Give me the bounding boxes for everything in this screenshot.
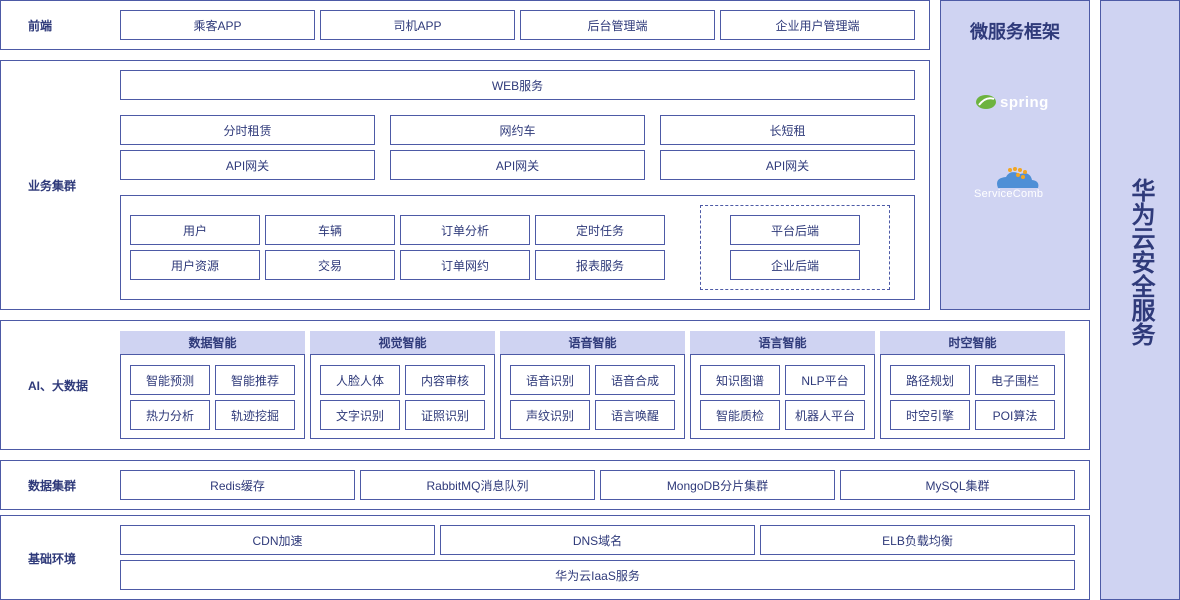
ai-item: 轨迹挖掘 bbox=[215, 400, 295, 430]
backend-group bbox=[700, 205, 890, 290]
module-order-ride: 订单网约 bbox=[400, 250, 530, 280]
mysql-cluster: MySQL集群 bbox=[840, 470, 1075, 500]
ai-item: 语音合成 bbox=[595, 365, 675, 395]
module-transaction: 交易 bbox=[265, 250, 395, 280]
business-label: 业务集群 bbox=[28, 179, 77, 193]
ai-group-language-title: 语言智能 bbox=[690, 331, 875, 355]
ai-item: 热力分析 bbox=[130, 400, 210, 430]
spring-logo: spring bbox=[975, 90, 1060, 114]
api-gateway-3: API网关 bbox=[660, 150, 915, 180]
servicecomb-logo: ServiceComb bbox=[970, 166, 1060, 206]
enterprise-backend: 企业后端 bbox=[730, 250, 860, 280]
ai-item: 人脸人体 bbox=[320, 365, 400, 395]
frontend-admin: 后台管理端 bbox=[520, 10, 715, 40]
infra-label: 基础环境 bbox=[28, 552, 77, 566]
ai-item: 智能质检 bbox=[700, 400, 780, 430]
ai-item: POI算法 bbox=[975, 400, 1055, 430]
frontend-label: 前端 bbox=[28, 19, 53, 33]
frontend-enterprise-admin: 企业用户管理端 bbox=[720, 10, 915, 40]
module-user-resource: 用户资源 bbox=[130, 250, 260, 280]
ai-item: 智能预测 bbox=[130, 365, 210, 395]
module-scheduled-task: 定时任务 bbox=[535, 215, 665, 245]
frontend-driver-app: 司机APP bbox=[320, 10, 515, 40]
api-gateway-1: API网关 bbox=[120, 150, 375, 180]
ai-item: NLP平台 bbox=[785, 365, 865, 395]
ai-item: 内容审核 bbox=[405, 365, 485, 395]
microservice-panel bbox=[940, 0, 1090, 310]
ai-item: 知识图谱 bbox=[700, 365, 780, 395]
security-title: 华为云安全服务 bbox=[1127, 178, 1154, 346]
redis-cache: Redis缓存 bbox=[120, 470, 355, 500]
web-service: WEB服务 bbox=[120, 70, 915, 100]
spring-logo-text: spring bbox=[1000, 93, 1049, 111]
module-report-service: 报表服务 bbox=[535, 250, 665, 280]
ai-group-vision-title: 视觉智能 bbox=[310, 331, 495, 355]
elb-load-balancer: ELB负载均衡 bbox=[760, 525, 1075, 555]
ai-item: 证照识别 bbox=[405, 400, 485, 430]
ai-item: 时空引擎 bbox=[890, 400, 970, 430]
ai-item: 智能推荐 bbox=[215, 365, 295, 395]
ai-group-speech-title: 语音智能 bbox=[500, 331, 685, 355]
ai-item: 电子围栏 bbox=[975, 365, 1055, 395]
spring-leaf-icon bbox=[976, 95, 996, 109]
servicecomb-logo-text: ServiceComb bbox=[974, 188, 1044, 200]
mongodb-cluster: MongoDB分片集群 bbox=[600, 470, 835, 500]
ai-item: 路径规划 bbox=[890, 365, 970, 395]
api-gateway-2: API网关 bbox=[390, 150, 645, 180]
module-vehicle: 车辆 bbox=[265, 215, 395, 245]
huawei-iaas: 华为云IaaS服务 bbox=[120, 560, 1075, 590]
service-timeshare-rental: 分时租赁 bbox=[120, 115, 375, 145]
platform-backend: 平台后端 bbox=[730, 215, 860, 245]
ai-item: 语言唤醒 bbox=[595, 400, 675, 430]
microservice-title: 微服务框架 bbox=[970, 22, 1060, 42]
service-ride-hailing: 网约车 bbox=[390, 115, 645, 145]
ai-item: 机器人平台 bbox=[785, 400, 865, 430]
rabbitmq-queue: RabbitMQ消息队列 bbox=[360, 470, 595, 500]
cdn-acceleration: CDN加速 bbox=[120, 525, 435, 555]
servicecomb-cloud-icon bbox=[997, 167, 1039, 188]
service-long-short-rental: 长短租 bbox=[660, 115, 915, 145]
security-panel bbox=[1100, 0, 1180, 600]
ai-group-spatiotemporal-title: 时空智能 bbox=[880, 331, 1065, 355]
ai-group-data-title: 数据智能 bbox=[120, 331, 305, 355]
frontend-passenger-app: 乘客APP bbox=[120, 10, 315, 40]
business-modules-panel bbox=[120, 195, 915, 300]
ai-item: 语音识别 bbox=[510, 365, 590, 395]
ai-item: 文字识别 bbox=[320, 400, 400, 430]
module-order-analysis: 订单分析 bbox=[400, 215, 530, 245]
ai-item: 声纹识别 bbox=[510, 400, 590, 430]
dns-domain: DNS域名 bbox=[440, 525, 755, 555]
ai-label: AI、大数据 bbox=[28, 379, 89, 393]
data-cluster-label: 数据集群 bbox=[28, 479, 77, 493]
module-user: 用户 bbox=[130, 215, 260, 245]
